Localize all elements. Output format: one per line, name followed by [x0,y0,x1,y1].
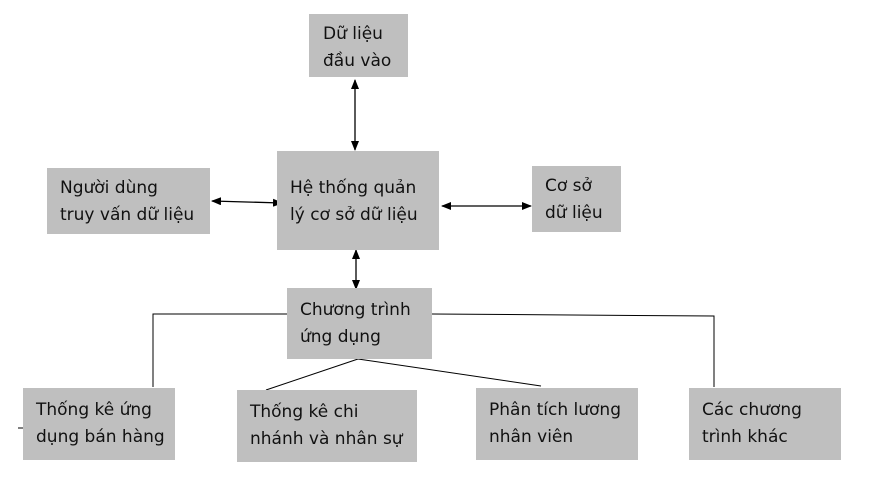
line-app-sales-stats [152,313,287,387]
branch-staff-box: Thống kê chi nhánh và nhân sự [237,390,417,462]
arrow-users-dbms [211,197,283,207]
branch-staff-line1: Thống kê chi [250,402,359,422]
database-line1: Cơ sở [545,176,592,196]
input-data-line2: đầu vào [323,51,392,71]
other-line2: trình khác [702,427,788,447]
users-box: Người dùng truy vấn dữ liệu [47,168,210,234]
line-app-branch-staff [265,358,359,391]
sales-stats-line2: dụng bán hàng [36,427,165,447]
applications-line1: Chương trình [300,300,411,320]
dbms-line1: Hệ thống quản [290,178,417,198]
users-line1: Người dùng [60,178,158,198]
dbms-line2: lý cơ sở dữ liệu [290,205,418,225]
salary-line1: Phân tích lương [489,400,621,420]
applications-box: Chương trình ứng dụng [287,288,432,359]
salary-line2: nhân viên [489,427,574,447]
salary-box: Phân tích lương nhân viên [476,388,638,460]
users-line2: truy vấn dữ liệu [60,205,195,225]
database-line2: dữ liệu [545,203,603,223]
sales-stats-line1: Thống kê ứng [36,400,152,420]
dbms-box: Hệ thống quản lý cơ sở dữ liệu [277,151,439,250]
other-line1: Các chương [702,400,802,420]
line-app-salary [357,358,542,387]
database-box: Cơ sở dữ liệu [532,166,621,232]
line-app-other [431,313,715,387]
branch-staff-line2: nhánh và nhân sự [250,429,403,449]
input-data-box: Dữ liệu đầu vào [309,14,408,77]
sales-stats-box: Thống kê ứng dụng bán hàng [23,388,175,460]
applications-line2: ứng dụng [300,327,381,347]
input-data-line1: Dữ liệu [323,24,383,44]
other-programs-box: Các chương trình khác [689,388,841,460]
